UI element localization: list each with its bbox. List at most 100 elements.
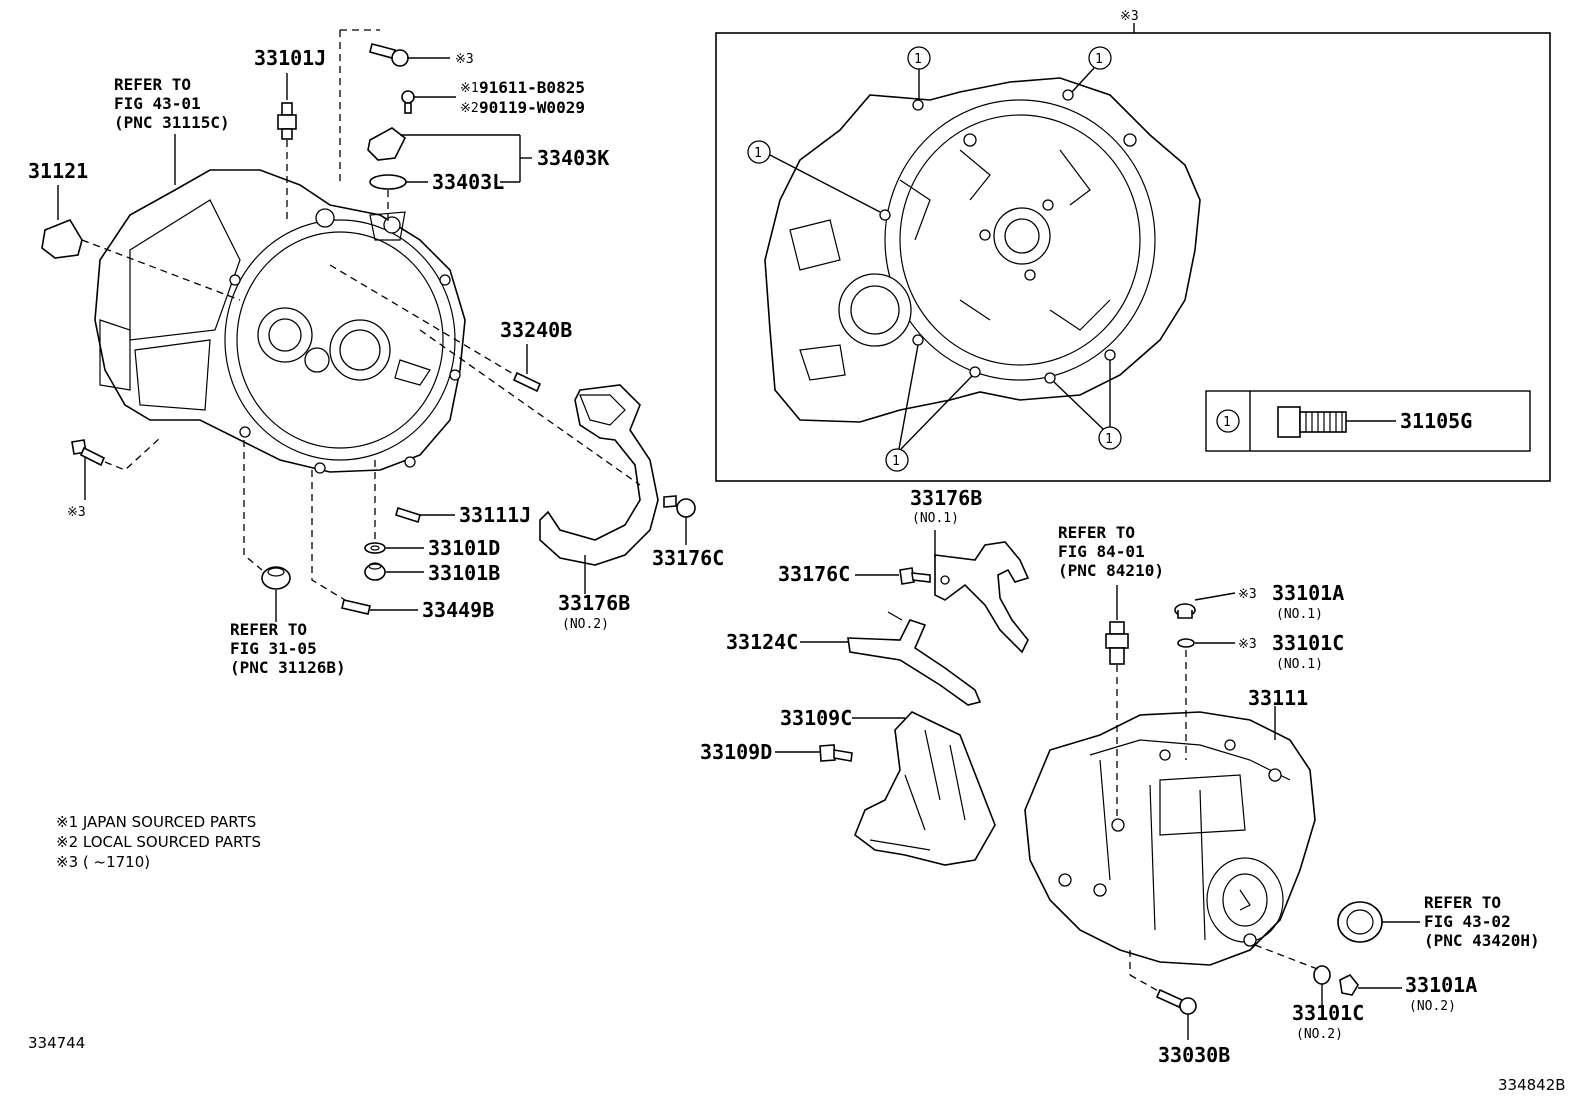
- ref-fig-43-02[interactable]: REFER TO FIG 43-02 (PNC 43420H): [1424, 893, 1540, 950]
- sub-33176b-no1: (NO.1): [912, 511, 959, 526]
- note-2: ※2 LOCAL SOURCED PARTS: [56, 833, 261, 851]
- note-3: ※3 ( ~1710): [56, 853, 150, 871]
- bolt-left-drawing: [71, 439, 106, 467]
- bolt-top-drawing: [369, 43, 409, 67]
- ref1-line1: REFER TO: [114, 75, 191, 94]
- bolt-small-drawing: [401, 90, 415, 114]
- figure-code-right: 334842B: [1498, 1076, 1566, 1094]
- label-33101c-no2: 33101C: [1292, 1001, 1364, 1025]
- bolt-33176c-mid-drawing: [899, 567, 931, 585]
- footnotes: ※1 JAPAN SOURCED PARTS ※2 LOCAL SOURCED …: [56, 813, 261, 871]
- bolt-33109d-drawing: [819, 744, 853, 762]
- label-33403k: 33403K: [537, 146, 609, 170]
- ref2-line1: REFER TO: [230, 620, 307, 639]
- ref3-line3: (PNC 84210): [1058, 561, 1164, 580]
- oring-33403l-drawing: [369, 174, 407, 190]
- label-33176b-no1: 33176B: [910, 486, 982, 510]
- label-33101b: 33101B: [428, 561, 500, 585]
- sub-33101c-no2: (NO.2): [1296, 1027, 1343, 1042]
- label-33124c: 33124C: [726, 630, 798, 654]
- label-33101a-no1: 33101A: [1272, 581, 1344, 605]
- label-33240b: 33240B: [500, 318, 572, 342]
- label-33111: 33111: [1248, 686, 1308, 710]
- ref3-line2: FIG 84-01: [1058, 542, 1145, 561]
- part-33124c-drawing: [847, 611, 982, 706]
- flange-bolt-icon: [1277, 406, 1347, 438]
- ref-fig-43-01[interactable]: REFER TO FIG 43-01 (PNC 31115C): [114, 75, 230, 132]
- inset-marker: ※3: [1120, 9, 1139, 24]
- note-1: ※1 JAPAN SOURCED PARTS: [56, 813, 256, 831]
- part-33176b-no2-drawing: [539, 384, 659, 566]
- part-33240b-drawing: [512, 371, 542, 393]
- inset-legend: 1 31105G: [1205, 390, 1531, 452]
- clutch-housing-drawing: [94, 169, 466, 474]
- marker-3-c: ※3: [1238, 637, 1257, 652]
- label-33109c: 33109C: [780, 706, 852, 730]
- label-33176c-left: 33176C: [652, 546, 724, 570]
- ref4-line3: (PNC 43420H): [1424, 931, 1540, 950]
- label-pn-91611: 91611-B0825: [479, 78, 585, 97]
- marker-2: ※2: [460, 101, 479, 116]
- part-33449b-drawing: [341, 599, 371, 615]
- inset-panel: ※3 1: [715, 9, 1551, 482]
- ref2-line2: FIG 31-05: [230, 639, 317, 658]
- callout-1d: 1: [892, 454, 900, 469]
- part-33176b-no1-drawing: [934, 541, 1030, 654]
- washer-33101d-drawing: [364, 542, 386, 554]
- part-33101b-drawing: [364, 562, 386, 581]
- part-33101j-drawing: [277, 102, 297, 140]
- ref1-line3: (PNC 31115C): [114, 113, 230, 132]
- inset-housing-drawing: [764, 77, 1201, 423]
- callout-1c: 1: [754, 146, 762, 161]
- figure-code-left: 334744: [28, 1034, 85, 1052]
- part-31121-drawing: [41, 219, 83, 259]
- label-33176b-no2: 33176B: [558, 591, 630, 615]
- seal-43420h-drawing: [1337, 901, 1383, 943]
- label-33403l: 33403L: [432, 170, 504, 194]
- label-31121: 31121: [28, 159, 88, 183]
- washer-33101c-no1-drawing: [1177, 638, 1195, 648]
- label-33111j: 33111J: [459, 503, 531, 527]
- marker-3-top: ※3: [455, 52, 474, 67]
- bolt-33176c-left-drawing: [663, 495, 696, 518]
- ref4-line2: FIG 43-02: [1424, 912, 1511, 931]
- label-33101d: 33101D: [428, 536, 500, 560]
- label-33101c-no1: 33101C: [1272, 631, 1344, 655]
- ref3-line1: REFER TO: [1058, 523, 1135, 542]
- marker-3-a: ※3: [1238, 587, 1257, 602]
- label-33101a-no2: 33101A: [1405, 973, 1477, 997]
- label-pn-90119: 90119-W0029: [479, 98, 585, 117]
- part-33403k-drawing: [367, 127, 407, 161]
- part-33111j-drawing: [395, 506, 421, 524]
- label-33109d: 33109D: [700, 740, 772, 764]
- sub-33101a-no1: (NO.1): [1276, 607, 1323, 622]
- switch-84210-drawing: [1105, 621, 1129, 665]
- callout-1e: 1: [1105, 432, 1113, 447]
- label-33101j: 33101J: [254, 46, 326, 70]
- callout-1b: 1: [1095, 52, 1103, 67]
- ref4-line1: REFER TO: [1424, 893, 1501, 912]
- plug-33101a-no1-drawing: [1174, 603, 1196, 619]
- marker-1: ※1: [460, 81, 479, 96]
- legend-callout: 1: [1223, 415, 1231, 430]
- label-33449b: 33449B: [422, 598, 494, 622]
- ref-fig-84-01[interactable]: REFER TO FIG 84-01 (PNC 84210): [1058, 523, 1164, 580]
- transmission-case-drawing: [1024, 711, 1316, 966]
- label-33030b: 33030B: [1158, 1043, 1230, 1067]
- legend-part-number: 31105G: [1400, 409, 1472, 433]
- ref1-line2: FIG 43-01: [114, 94, 201, 113]
- plug-31126b-drawing: [261, 566, 291, 590]
- label-33176c-mid: 33176C: [778, 562, 850, 586]
- ref2-line3: (PNC 31126B): [230, 658, 346, 677]
- sub-33101a-no2: (NO.2): [1409, 999, 1456, 1014]
- marker-3-left: ※3: [67, 505, 86, 520]
- sub-33101c-no1: (NO.1): [1276, 657, 1323, 672]
- sub-33176b-no2: (NO.2): [562, 617, 609, 632]
- inset-callouts: 1 1 1 1 1: [747, 46, 1122, 472]
- ref-fig-31-05[interactable]: REFER TO FIG 31-05 (PNC 31126B): [230, 620, 346, 677]
- part-33109c-drawing: [854, 711, 996, 866]
- bolt-33030b-drawing: [1155, 988, 1197, 1015]
- plug-33101a-no2-drawing: [1339, 973, 1359, 996]
- callout-1a: 1: [914, 52, 922, 67]
